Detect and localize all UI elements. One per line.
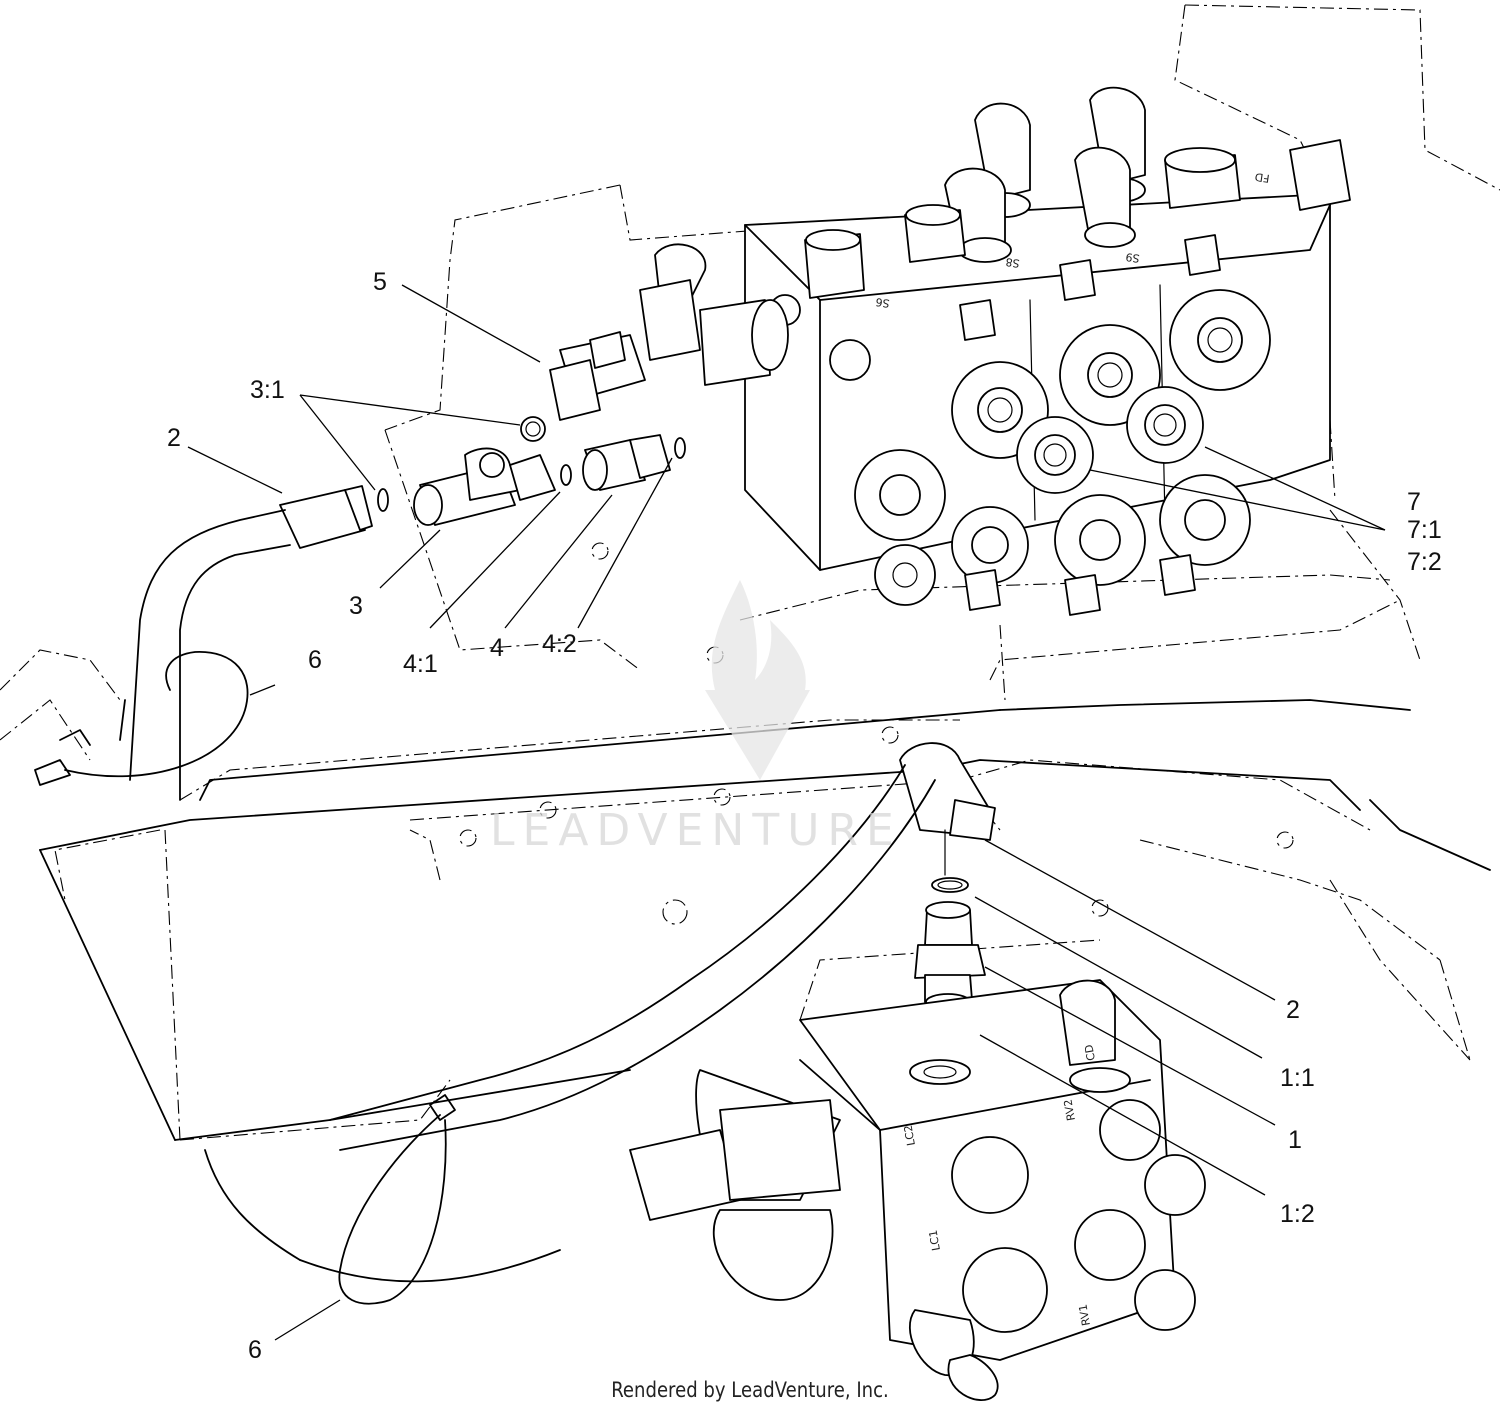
port-stamp-rv1: RV1 — [1076, 1303, 1093, 1327]
port-stamp-lc1: LC1 — [927, 1229, 943, 1252]
callout-1: 1 — [1288, 1126, 1302, 1154]
port-stamp-s9: S9 — [1125, 250, 1141, 265]
callout-4-1: 4:1 — [403, 650, 438, 678]
render-credit: Rendered by LeadVenture, Inc. — [611, 1378, 889, 1402]
lower-hose — [329, 742, 996, 1151]
callout-7: 7 — [1407, 488, 1421, 516]
port-stamp-s6: S6 — [875, 295, 891, 310]
callout-labels: 5 3:1 2 3 4:1 4 4:2 6 7 7:1 7:2 2 1:1 1 … — [167, 268, 1442, 1364]
port-stamps: S6 S8 S9 FD LC2 LC1 RV2 RV1 CD — [875, 170, 1271, 1327]
callout-6-lower: 6 — [248, 1336, 262, 1364]
tee-fitting-and-adapter — [377, 416, 686, 526]
leader-lines — [187, 284, 1386, 1341]
callout-2-upper: 2 — [167, 424, 181, 452]
callout-3-1: 3:1 — [250, 376, 285, 404]
test-port-coupler — [549, 243, 789, 421]
port-stamp-lc2: LC2 — [902, 1124, 918, 1147]
callout-5: 5 — [373, 268, 387, 296]
callout-4: 4 — [490, 634, 504, 662]
port-stamp-fd: FD — [1254, 170, 1270, 185]
port-stamp-cd: CD — [1082, 1044, 1098, 1062]
callout-7-2: 7:2 — [1407, 548, 1442, 576]
callout-1-1: 1:1 — [1280, 1064, 1315, 1092]
watermark-logo-icon — [711, 580, 806, 760]
solenoid-coils — [769, 289, 1271, 606]
callout-2-lower: 2 — [1286, 996, 1300, 1024]
elbow-fittings-top — [804, 86, 1351, 299]
port-stamp-rv2: RV2 — [1061, 1098, 1078, 1122]
phantom-frame-outlines — [0, 4, 1500, 1141]
lower-valve-block — [629, 979, 1206, 1401]
callout-7-1: 7:1 — [1407, 516, 1442, 544]
callout-1-2: 1:2 — [1280, 1200, 1315, 1228]
callout-4-2: 4:2 — [542, 630, 577, 658]
leadventure-watermark: LEADVENTURE — [490, 580, 902, 856]
callout-6-upper: 6 — [308, 646, 322, 674]
port-stamp-s8: S8 — [1005, 255, 1021, 270]
cable-ties — [34, 651, 456, 1305]
upper-valve-manifold — [744, 86, 1351, 616]
upper-hose — [119, 485, 373, 801]
callout-3: 3 — [349, 592, 363, 620]
watermark-text: LEADVENTURE — [490, 805, 902, 856]
